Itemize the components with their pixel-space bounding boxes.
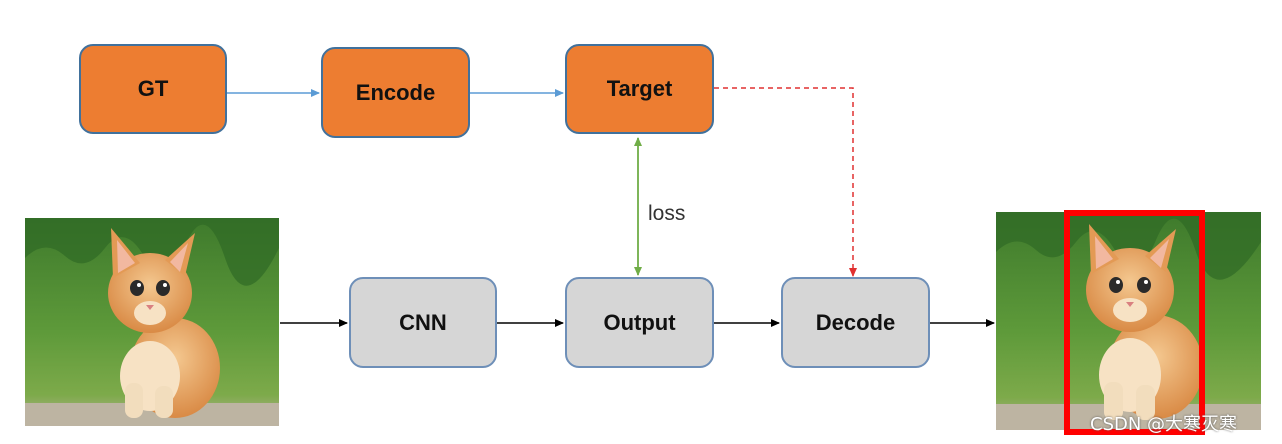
bounding-box: [1064, 210, 1205, 435]
loss-label: loss: [648, 202, 686, 225]
gt-label: GT: [137, 76, 169, 101]
decode-label: Decode: [815, 309, 896, 335]
decode-node: Decode: [781, 277, 930, 368]
input-image: [25, 218, 279, 426]
target-label: Target: [606, 76, 673, 101]
cnn-node: CNN: [349, 277, 497, 368]
encode-node: Encode: [321, 47, 470, 138]
kitten-illustration-input: [25, 218, 279, 426]
output-label: Output: [603, 309, 676, 335]
cnn-label: CNN: [399, 309, 447, 335]
target-node: Target: [565, 44, 714, 134]
watermark-text: CSDN @大寒灭寒: [1090, 414, 1238, 435]
result-image: [996, 212, 1261, 430]
arrow-target-decode: [714, 87, 857, 277]
gt-node: GT: [79, 44, 227, 134]
kitten-illustration-result: [996, 212, 1261, 430]
encode-label: Encode: [355, 79, 436, 105]
output-node: Output: [565, 277, 714, 368]
